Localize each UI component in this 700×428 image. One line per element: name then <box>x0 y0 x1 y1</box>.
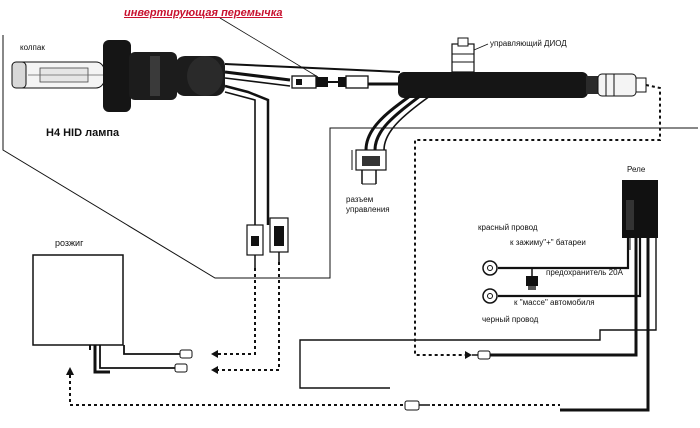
fuse <box>526 268 538 290</box>
h4-lamp <box>11 40 225 112</box>
battery-terminal <box>482 260 498 276</box>
label-fuse: предохранитель 20А <box>546 268 623 277</box>
dotted-ignition-feed <box>69 375 405 406</box>
harness-tube <box>398 72 647 98</box>
label-ignition: розжиг <box>55 238 84 248</box>
control-diode <box>451 37 489 73</box>
relay-wires <box>299 238 657 412</box>
dotted-harness-to-relay <box>414 84 661 356</box>
label-black-wire: черный провод <box>482 315 539 324</box>
title-leader <box>219 17 319 78</box>
title-inverting-jumper: инвертирующая перемычка <box>124 7 283 19</box>
ignition-outputs <box>93 345 180 374</box>
label-diode: управляющий ДИОД <box>490 39 567 48</box>
label-lamp: H4 HID лампа <box>46 127 120 139</box>
ignition-feed-plug <box>404 400 430 411</box>
relay-input-plug <box>472 350 622 360</box>
lamp-wires <box>224 63 401 225</box>
dotted-link-upper <box>218 268 256 355</box>
label-relay: Реле <box>627 165 646 174</box>
lamp-side-connectors <box>246 217 289 268</box>
label-to-battery: к зажиму"+" батареи <box>510 238 586 247</box>
control-connector <box>351 94 431 185</box>
label-to-ground: к "массе" автомобиля <box>514 298 595 307</box>
label-red-wire: красный провод <box>478 223 538 232</box>
lamp-cap <box>11 61 27 89</box>
ground-terminal <box>482 288 498 304</box>
lamp-flange <box>103 40 131 112</box>
dotted-link-lower <box>218 262 280 371</box>
ignition-box <box>32 254 124 350</box>
inverting-jumper <box>291 75 400 89</box>
panel-outline <box>2 35 698 279</box>
relay <box>622 180 658 238</box>
label-control-connector-1: разъем <box>346 195 374 204</box>
label-cap: колпак <box>20 43 45 52</box>
label-control-connector-2: управления <box>346 205 390 214</box>
